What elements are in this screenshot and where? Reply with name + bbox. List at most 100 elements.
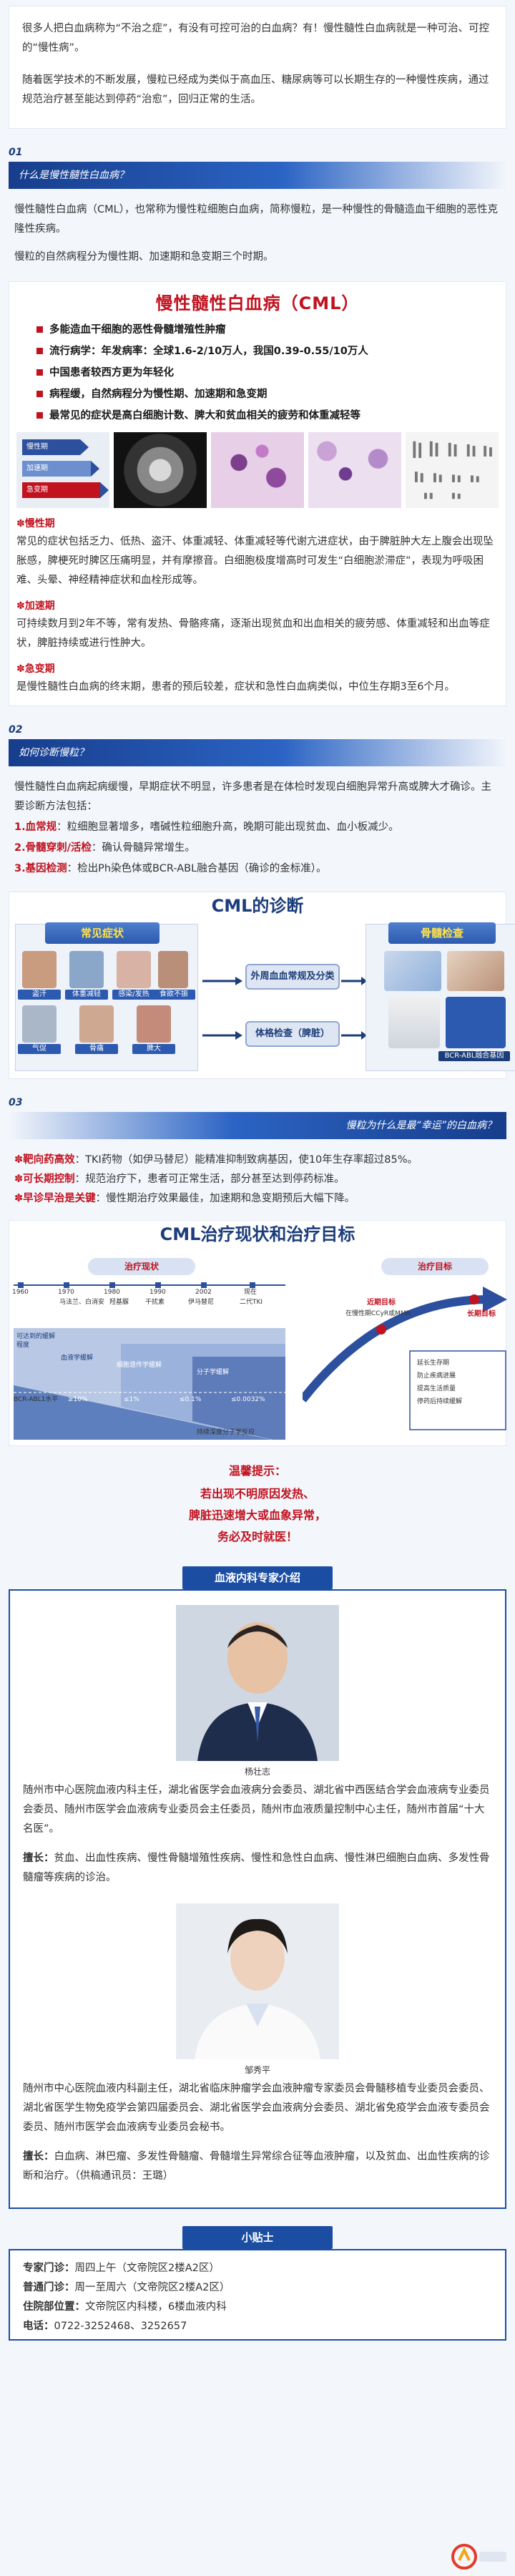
treatment-timeline-chart xyxy=(14,1282,285,1440)
symptom-panel-title: 常见症状 xyxy=(45,922,160,944)
year-label: 现在 xyxy=(244,1289,258,1296)
bottom-note: 持续深度分子学反应 xyxy=(197,1429,255,1436)
intro-paragraph-2: 随着医学技术的不断发展，慢粒已经成为类似于高血压、糖尿病等可以长期生存的一种慢性… xyxy=(22,74,489,105)
symptom-image xyxy=(22,951,57,988)
expert-section-title: 血液内科专家介绍 xyxy=(182,1566,333,1589)
tips-key: 普通门诊： xyxy=(23,2282,75,2293)
site-logo-icon xyxy=(451,2544,506,2570)
symptom-caption: 体重减轻 xyxy=(65,990,108,1000)
diagnosis-item-key: 2.骨髓穿刺/活检 xyxy=(14,842,92,854)
intro-paragraph-1: 很多人把白血病称为“不治之症”，有没有可控可治的白血病？有！慢性髓性白血病就是一… xyxy=(22,23,490,54)
diagnosis-item: 3.基因检测：检出Ph染色体或BCR-ABL融合基因（确诊的金标准）。 xyxy=(14,859,501,879)
response-label: 分子学缓解 xyxy=(197,1369,230,1376)
advantage-text: ：TKI药物（如伊马替尼）能精准抑制致病基因，使10年生存率超过85%。 xyxy=(74,1154,418,1166)
tips-row: 普通门诊：周一至周六（文帝院区2楼A2区） xyxy=(23,2278,492,2298)
advantage-key: ✽可长期控制 xyxy=(14,1174,75,1185)
gene-chart-image xyxy=(446,997,506,1048)
section-title-3: 慢粒为什么是最“幸运”的白血病？ xyxy=(345,1120,496,1131)
symptom-caption: 气促 xyxy=(18,1044,61,1054)
tips-box: 专家门诊：周四上午（文帝院区2楼A2区） 普通门诊：周一至周六（文帝院区2楼A2… xyxy=(9,2249,506,2341)
tips-key: 专家门诊： xyxy=(23,2263,75,2274)
year-label: 1980 xyxy=(104,1289,120,1296)
cml-card-title: 慢性髓性白血病（CML） xyxy=(155,293,360,313)
drug-label: 干扰素 xyxy=(145,1299,165,1306)
tips-row: 住院部位置：文帝院区内科楼，6楼血液内科 xyxy=(23,2298,492,2317)
exam-panel-title: 骨髓检查 xyxy=(388,922,496,944)
phone-number-link[interactable]: 0722-3252468、3252657 xyxy=(54,2321,187,2332)
status-label: 治疗现状 xyxy=(88,1258,195,1275)
phase-chronic-label: ✽慢性期 xyxy=(16,518,55,530)
cml-bullet: 多能造血干细胞的恶性骨髓增殖性肿瘤 xyxy=(36,319,499,341)
cml-course: 慢粒的自然病程分为慢性期、加速期和急变期三个时期。 xyxy=(14,251,274,263)
phase-accelerated: ✽加速期 可持续数月到2年不等，常有发热、骨骼疼痛，逐渐出现贫血和出血相关的疲劳… xyxy=(16,597,499,653)
diagnosis-intro: 慢性髓性白血病起病缓慢，早期症状不明显，许多患者是在体检时发现白细胞异常升高或脾… xyxy=(14,781,491,812)
expert-specialty-2: 擅长：白血病、淋巴瘤、多发性骨髓瘤、骨髓增生异常综合征等血液肿瘤，以及贫血、出血… xyxy=(23,2147,492,2186)
diagnosis-item-key: 3.基因检测 xyxy=(14,863,67,874)
drug-label: 马法兰、白消安 xyxy=(59,1299,105,1306)
response-label: 血液学缓解 xyxy=(61,1355,94,1362)
lab-device-image xyxy=(388,997,440,1048)
article-page: 很多人把白血病称为“不治之症”，有没有可控可治的白血病？有！慢性髓性白血病就是一… xyxy=(0,6,515,2576)
section-3-content: ✽靶向药高效：TKI药物（如伊马替尼）能精准抑制致病基因，使10年生存率超过85… xyxy=(9,1145,506,1214)
reminder-heading: 温馨提示： xyxy=(228,1464,286,1478)
tips-value: 周四上午（文帝院区2楼A2区） xyxy=(74,2263,220,2274)
phase-arrow-chronic: 慢性期 xyxy=(22,439,89,455)
response-label: 可达到的缓解程度 xyxy=(16,1333,56,1349)
section-title-2: 如何诊断慢粒？ xyxy=(19,747,89,758)
cml-image-row: 慢性期 加速期 急变期 xyxy=(16,432,499,508)
bone-image xyxy=(384,951,441,991)
expert-section: 杨壮志 随州市中心医院血液内科主任，湖北省医学会血液病分会委员、湖北省中西医结合… xyxy=(9,1589,506,2209)
symptom-caption: 脾大 xyxy=(132,1044,175,1054)
section-number-3: 03 xyxy=(9,1097,23,1108)
diagnosis-item-text: ：粒细胞显著增多，嗜碱性粒细胞升高，晚期可能出现贫血、血小板减少。 xyxy=(57,821,399,833)
blood-smear-image xyxy=(211,432,304,508)
diagnosis-item: 1.血常规：粒细胞显著增多，嗜碱性粒细胞升高，晚期可能出现贫血、血小板减少。 xyxy=(14,818,501,837)
specialty-text: 贫血、出血性疾病、慢性骨髓增殖性疾病、慢性和急性白血病、慢性淋巴细胞白血病、多发… xyxy=(23,1853,490,1883)
section-header-1: 01 什么是慢性髓性白血病？ xyxy=(9,143,506,195)
bcr-abl-percent: ≥10% xyxy=(68,1396,88,1403)
long-goal-label: 长期目标 xyxy=(467,1310,496,1318)
expert-bio-2: 随州市中心医院血液内科副主任，湖北省临床肿瘤学会血液肿瘤专家委员会骨髓移植专业委… xyxy=(23,2083,490,2133)
tips-row[interactable]: 电话：0722-3252468、3252657 xyxy=(23,2317,492,2336)
treatment-figure-title: CML治疗现状和治疗目标 xyxy=(160,1224,355,1244)
advantage-item: ✽早诊早治是关键：慢性期治疗效果最佳，加速期和急变期预后大幅下降。 xyxy=(14,1189,501,1209)
section-title-bar-2: 如何诊断慢粒？ xyxy=(9,739,506,766)
advantage-item: ✽可长期控制：规范治疗下，患者可正常生活，部分甚至达到停药标准。 xyxy=(14,1170,501,1189)
specialty-text: 白血病、淋巴瘤、多发性骨髓瘤、骨髓增生异常综合征等血液肿瘤，以及贫血、出血性疾病… xyxy=(23,2151,490,2182)
goal-list-item: 停药后持续缓解 xyxy=(417,1398,463,1405)
flow-arrow-icon xyxy=(202,977,242,1040)
phase-blast-text: 是慢性髓性白血病的终末期，患者的预后较差，症状和急性白血病类似，中位生存期3至6… xyxy=(16,681,455,693)
phase-arrow-accelerated: 加速期 xyxy=(22,461,100,477)
symptom-image xyxy=(22,1005,57,1043)
section-header-3: 03 慢粒为什么是最“幸运”的白血病？ xyxy=(9,1093,506,1145)
section-title-1: 什么是慢性髓性白血病？ xyxy=(19,170,129,181)
symptom-caption: 盗汗 xyxy=(18,990,61,1000)
advantage-text: ：规范治疗下，患者可正常生活，部分甚至达到停药标准。 xyxy=(74,1174,345,1185)
cml-bullet-list: 多能造血干细胞的恶性骨髓增殖性肿瘤 流行病学：年发病率：全球1.6-2/10万人… xyxy=(36,319,499,426)
section-title-bar-1: 什么是慢性髓性白血病？ xyxy=(9,162,506,189)
near-goal-label: 近期目标 xyxy=(367,1299,396,1307)
cml-bullet: 病程缓，自然病程分为慢性期、加速期和急变期 xyxy=(36,384,499,405)
exam-caption: BCR-ABL融合基因 xyxy=(438,1051,510,1061)
symptom-image xyxy=(79,1005,114,1043)
bcr-abl-percent: ≤1% xyxy=(124,1396,139,1403)
section-header-2: 02 如何诊断慢粒？ xyxy=(9,721,506,772)
diagnosis-item-key: 1.血常规 xyxy=(14,821,57,833)
symptom-caption: 食欲不振 xyxy=(152,990,195,1000)
symptom-caption: 感染/发热 xyxy=(112,990,155,1000)
person-icon xyxy=(176,1903,339,2059)
year-label: 1990 xyxy=(149,1289,166,1296)
drug-label: 伊马替尼 xyxy=(188,1299,215,1306)
drug-label: 羟基脲 xyxy=(109,1299,129,1306)
reminder-line: 若出现不明原因发热、 xyxy=(200,1487,315,1501)
section-2-content: 慢性髓性白血病起病缓慢，早期症状不明显，许多患者是在体检时发现白细胞异常升高或脾… xyxy=(9,772,506,886)
diagnosis-item-text: ：检出Ph染色体或BCR-ABL融合基因（确诊的金标准）。 xyxy=(67,863,327,874)
advantage-item: ✽靶向药高效：TKI药物（如伊马替尼）能精准抑制致病基因，使10年生存率超过85… xyxy=(14,1151,501,1170)
expert-name-1: 杨壮志 xyxy=(244,1767,270,1777)
tips-key: 住院部位置： xyxy=(23,2301,85,2313)
expert-name-2: 邹秀平 xyxy=(244,2065,270,2075)
expert-photo-1 xyxy=(176,1605,339,1761)
treatment-figure: CML治疗现状和治疗目标 治疗现状 治疗目标 1960 1970 1980 19… xyxy=(9,1220,507,1446)
bcr-abl-percent: ≤0.0032% xyxy=(231,1396,265,1403)
phase-chronic-text: 常见的症状包括乏力、低热、盗汗、体重减轻、体重减轻等代谢亢进症状，由于脾脏肿大左… xyxy=(16,536,494,586)
